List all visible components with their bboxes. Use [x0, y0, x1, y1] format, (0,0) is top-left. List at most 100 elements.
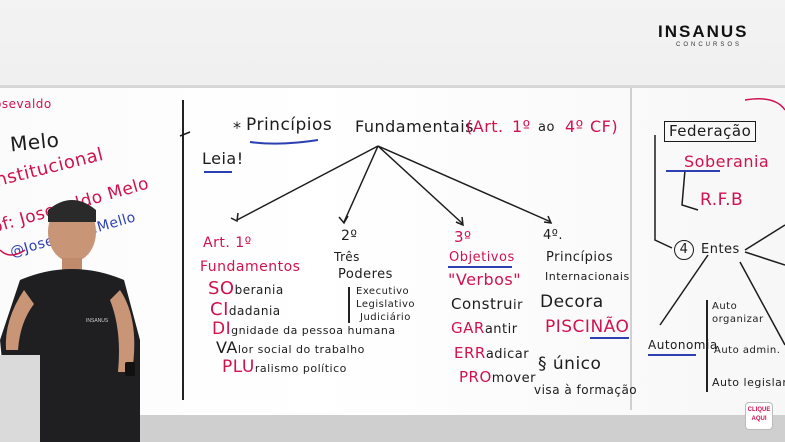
- col2-branch-executivo: Executivo: [356, 286, 410, 297]
- right-arrow-autonomia: [659, 254, 709, 326]
- leia-label: Leia!: [202, 149, 244, 168]
- right-soberania: Soberania: [684, 152, 770, 171]
- col3-verbos: "Verbos": [448, 270, 522, 289]
- red-scribble: [0, 249, 26, 256]
- col3-item-rest: adicar: [485, 347, 530, 362]
- col1-item-caps: VA: [216, 338, 238, 357]
- right-arrow-b: [681, 169, 699, 211]
- col1-item-caps: SO: [208, 278, 235, 299]
- title-principios: Princípios: [246, 115, 333, 135]
- shirt-logo-text: INSANUS: [86, 318, 109, 324]
- col3-item-caps: GAR: [451, 319, 485, 337]
- title-ref-open: (Art.: [466, 117, 504, 136]
- title-fundamentais: Fundamentais: [355, 117, 474, 136]
- col2-heading: 2º: [341, 228, 358, 244]
- aqui-label: AQUI: [751, 416, 767, 422]
- col3-item-rest: mover: [491, 371, 536, 386]
- brand-logo: INSANUS CONCURSOS: [658, 22, 749, 48]
- col3-item-1: GARantir: [451, 320, 518, 338]
- col1-item-rest: berania: [234, 283, 284, 297]
- col3-item-caps: ERR: [454, 344, 486, 362]
- col3-objetivos: Objetivos: [449, 250, 515, 265]
- col1-item-rest: ralismo político: [254, 362, 347, 375]
- clique-aqui-button[interactable]: CLIQUE AQUI: [745, 402, 773, 430]
- left-text-josevaldo: Josevaldo: [0, 97, 52, 111]
- right-arrow-down2: [739, 261, 785, 346]
- underline-principios: [249, 139, 319, 145]
- col1-item-3: VAlor social do trabalho: [216, 340, 365, 358]
- arrow-col1: [236, 145, 379, 221]
- title-ref-ao: ao: [538, 120, 555, 135]
- arrowhead-col4: [543, 215, 553, 224]
- col4-pisci-nao: PISCINÃO: [545, 317, 630, 339]
- presenter-arm-right: [110, 290, 135, 372]
- right-arrow-down: [744, 251, 785, 266]
- right-auto-legislar: Auto legislar: [712, 376, 785, 389]
- col1-item-1: CIdadania: [210, 301, 281, 320]
- col1-heading: Art. 1º: [203, 235, 252, 251]
- col3-item-rest: antir: [484, 322, 518, 337]
- arrow-col4: [377, 145, 552, 223]
- brand-subtitle: CONCURSOS: [676, 42, 743, 48]
- col1-item-rest: dadania: [228, 304, 281, 318]
- col2-bracket: [348, 287, 350, 323]
- col1-item-0: SOberania: [208, 280, 284, 299]
- title-star: *: [233, 118, 242, 137]
- col2-branch-legislativo: Legislativo: [356, 299, 416, 310]
- col4-paragrafo: § único: [538, 354, 602, 374]
- right-arrow-up: [744, 224, 785, 251]
- col4-internacionais: Internacionais: [545, 270, 630, 283]
- col4-heading: 4º.: [543, 228, 564, 243]
- arrow-col2: [343, 145, 379, 223]
- right-auto-admin: Auto admin.: [714, 345, 781, 356]
- title-ref-1: 1º: [512, 117, 531, 136]
- col3-item-caps: Constru: [451, 295, 514, 313]
- col1-item-4: PLUralismo político: [222, 359, 347, 377]
- right-rfb: R.F.B: [700, 190, 744, 210]
- col3-item-2: ERRadicar: [454, 345, 529, 363]
- col1-item-rest: gnidade da pessoa humana: [231, 324, 396, 337]
- col1-item-rest: lor social do trabalho: [237, 343, 365, 356]
- brand-name: INSANUS: [658, 22, 749, 41]
- col4-nao: NÃO: [590, 317, 630, 339]
- arrowhead-col1: [230, 212, 239, 223]
- right-bracket: [706, 300, 708, 392]
- right-autonomia: Autonomia: [648, 338, 718, 352]
- col1-item-caps: PLU: [222, 357, 255, 377]
- col2-branch-judiciario: Judiciário: [360, 312, 411, 323]
- presenter-watch: [125, 362, 135, 376]
- col4-principios: Princípios: [546, 250, 614, 265]
- col2-line1: Três: [334, 250, 360, 264]
- col3-heading: 3º: [454, 228, 472, 246]
- right-arrow-a: [654, 135, 673, 249]
- title-ref-close: CF): [590, 117, 619, 136]
- presenter-hair: [48, 200, 96, 222]
- arrow-col3: [377, 145, 464, 225]
- board-seam: [630, 88, 632, 410]
- presenter-arm-left: [5, 290, 34, 350]
- board-divider-line: [182, 100, 184, 400]
- col1-item-2: DIgnidade da pessoa humana: [212, 321, 396, 339]
- col4-visa: visa à formação: [534, 383, 638, 397]
- col3-item-3: PROmover: [459, 369, 536, 387]
- mark-left: [179, 131, 191, 137]
- col3-item-rest: ir: [513, 298, 523, 313]
- col1-item-caps: CI: [210, 299, 229, 320]
- col4-decora: Decora: [540, 292, 604, 312]
- col2-line2: Poderes: [338, 267, 393, 282]
- col3-item-0: Construir: [451, 296, 523, 314]
- title-ref-4: 4º: [565, 117, 584, 136]
- col4-pisci: PISCI: [545, 317, 591, 337]
- arrowhead-col2: [338, 215, 349, 225]
- presenter-neck: [62, 258, 82, 272]
- podium: [0, 355, 40, 442]
- right-federacao: Federação: [664, 121, 757, 142]
- col1-item-caps: DI: [212, 319, 232, 339]
- right-entes: Entes: [701, 242, 740, 257]
- red-arc: [744, 98, 785, 111]
- right-auto-organizar: Auto organizar: [712, 301, 764, 325]
- col3-item-caps: PRO: [459, 368, 492, 386]
- clique-label: CLIQUE: [747, 407, 771, 413]
